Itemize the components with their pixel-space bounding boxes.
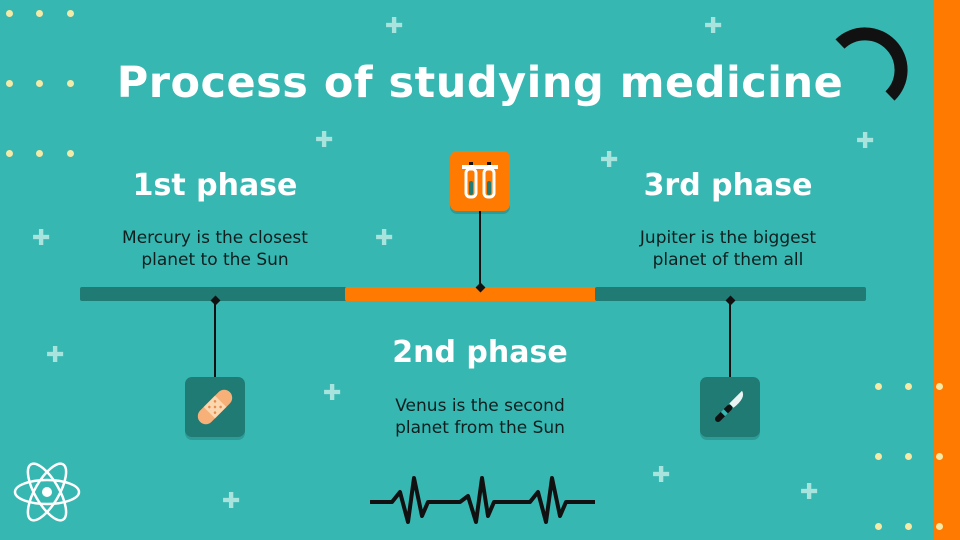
connector-phase3 (729, 300, 731, 378)
slide-title: Process of studying medicine (116, 58, 844, 108)
dot (6, 10, 13, 17)
orange-side-strip (934, 0, 960, 540)
phase3-icon-box (700, 377, 760, 437)
dot (905, 523, 912, 530)
dot (875, 453, 882, 460)
plus-icon: ✚ (46, 343, 65, 368)
dot (875, 383, 882, 390)
plus-icon: ✚ (600, 148, 619, 173)
timeline-bar-phase3 (595, 287, 866, 301)
plus-icon: ✚ (800, 480, 819, 505)
dot (67, 10, 74, 17)
dot (936, 383, 943, 390)
phase2-icon-box (450, 151, 510, 211)
phase1-icon-box (185, 377, 245, 437)
dot (6, 80, 13, 87)
dot (67, 150, 74, 157)
dot (67, 80, 74, 87)
ring-arc-icon (835, 27, 908, 101)
plus-icon: ✚ (652, 463, 671, 488)
dot (875, 523, 882, 530)
plus-icon: ✚ (222, 489, 241, 514)
dot (936, 523, 943, 530)
timeline-bar-phase1 (80, 287, 347, 301)
plus-icon: ✚ (375, 226, 394, 251)
atom-icon (13, 462, 81, 522)
dot (36, 80, 43, 87)
test-tubes-icon (462, 162, 498, 199)
phase3-description: Jupiter is the biggest planet of them al… (639, 228, 817, 270)
phase1-title: 1st phase (132, 168, 298, 203)
plus-icon: ✚ (704, 14, 723, 39)
dot (6, 150, 13, 157)
connector-phase2 (479, 210, 481, 288)
dot (905, 383, 912, 390)
phase2-title: 2nd phase (392, 335, 568, 370)
heartbeat-line-icon (370, 476, 595, 524)
dot (36, 10, 43, 17)
plus-icon: ✚ (315, 128, 334, 153)
dot (905, 453, 912, 460)
plus-icon: ✚ (385, 14, 404, 39)
plus-icon: ✚ (856, 129, 875, 154)
dot (936, 453, 943, 460)
plus-icon: ✚ (323, 381, 342, 406)
dot (36, 150, 43, 157)
scalpel-icon (714, 390, 744, 423)
bandage-icon (197, 389, 233, 425)
phase1-description: Mercury is the closest planet to the Sun (122, 228, 308, 270)
connector-phase1 (214, 300, 216, 378)
plus-icon: ✚ (32, 226, 51, 251)
phase3-title: 3rd phase (643, 168, 813, 203)
phase2-description: Venus is the second planet from the Sun (395, 396, 565, 438)
timeline-bar-phase2 (345, 287, 597, 301)
